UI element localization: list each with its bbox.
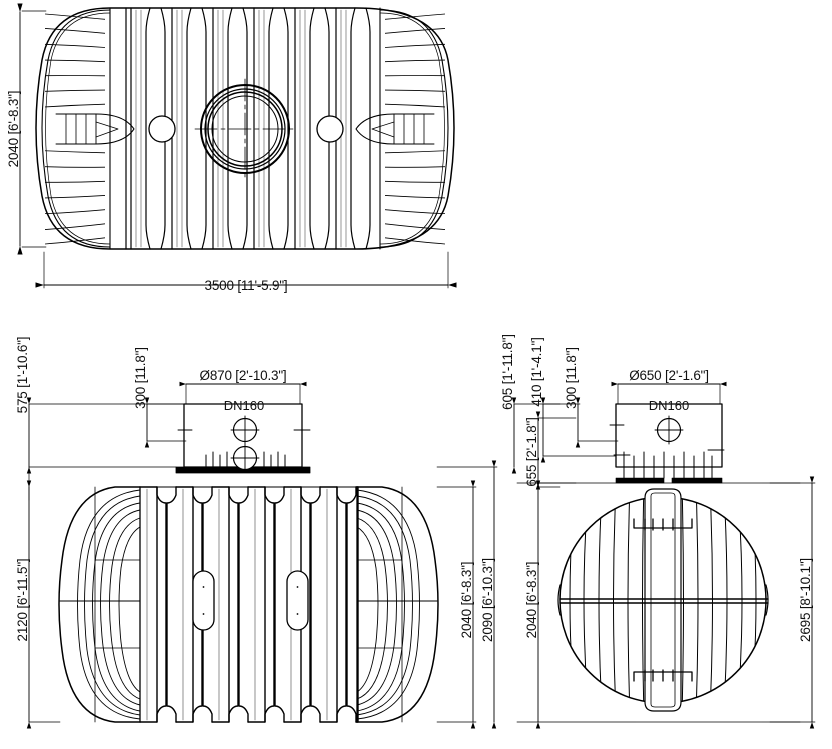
dim-2040-side [535, 480, 561, 729]
label-dim-300-front: 300 [11.8"] [133, 347, 148, 409]
label-dim-575: 575 [1'-10.6"] [15, 337, 30, 414]
dim-300-front [144, 397, 187, 448]
label-top-view-height: 2040 [6'-8.3"] [6, 91, 21, 168]
side-view-center-channel [644, 488, 682, 712]
label-dim-2090: 2090 [6'-10.3"] [480, 558, 495, 642]
dim-2695 [769, 476, 816, 729]
dim-410 [540, 397, 617, 463]
front-view-corrugations [139, 486, 359, 723]
dim-575 [26, 397, 185, 501]
front-view-right-dome [356, 486, 439, 723]
label-dim-410: 410 [1'-4.1"] [529, 337, 544, 406]
front-view-left-dome [58, 486, 141, 723]
top-view-height-dimension [17, 3, 47, 255]
top-view-port-right [316, 115, 344, 143]
label-dim-2120: 2120 [6'-11.5"] [15, 559, 30, 642]
side-view-bracket-top [633, 518, 693, 531]
side-view-nozzle [654, 415, 684, 445]
label-dim-2695: 2695 [8'-10.1"] [798, 558, 813, 642]
dim-655 [535, 411, 577, 490]
label-dim-605: 605 [1'-11.8"] [500, 334, 515, 410]
label-dim-2040-front: 2040 [6'-8.3"] [459, 562, 474, 639]
top-view-length-dimension [35, 251, 457, 289]
front-view-nozzle-lower [230, 443, 260, 473]
dim-300-side [575, 397, 619, 448]
dim-2090 [436, 460, 498, 729]
front-view-lifting-lug-right [286, 570, 309, 631]
front-view-nozzle-upper [230, 415, 260, 445]
top-view-group [17, 3, 457, 289]
label-top-view-length: 3500 [11'-5.9"] [205, 278, 288, 293]
label-dn160-front: DN160 [224, 398, 264, 413]
dim-d650 [611, 381, 727, 405]
front-view-lifting-lug-left [192, 570, 215, 631]
front-view-group [26, 381, 498, 729]
label-dim-d870: Ø870 [2'-10.3"] [200, 368, 287, 383]
top-view-manhole [194, 78, 296, 180]
label-dim-300-side: 300 [11.8"] [564, 347, 579, 409]
dim-2040-front [436, 480, 477, 729]
side-view-group [511, 381, 816, 729]
label-dim-d650: Ø650 [2'-1.6"] [629, 368, 709, 383]
side-view-bracket-bottom [633, 669, 693, 682]
label-dim-2040-side: 2040 [6'-8.3"] [524, 562, 539, 639]
dim-2120 [26, 480, 61, 729]
label-dn160-side: DN160 [649, 398, 689, 413]
dim-d870 [179, 381, 307, 405]
top-view-port-left [148, 115, 176, 143]
dimension-labels: 2040 [6'-8.3"] 3500 [11'-5.9"] 575 [1'-1… [6, 91, 813, 642]
label-dim-655: 655 [2'-1.8"] [524, 417, 539, 486]
